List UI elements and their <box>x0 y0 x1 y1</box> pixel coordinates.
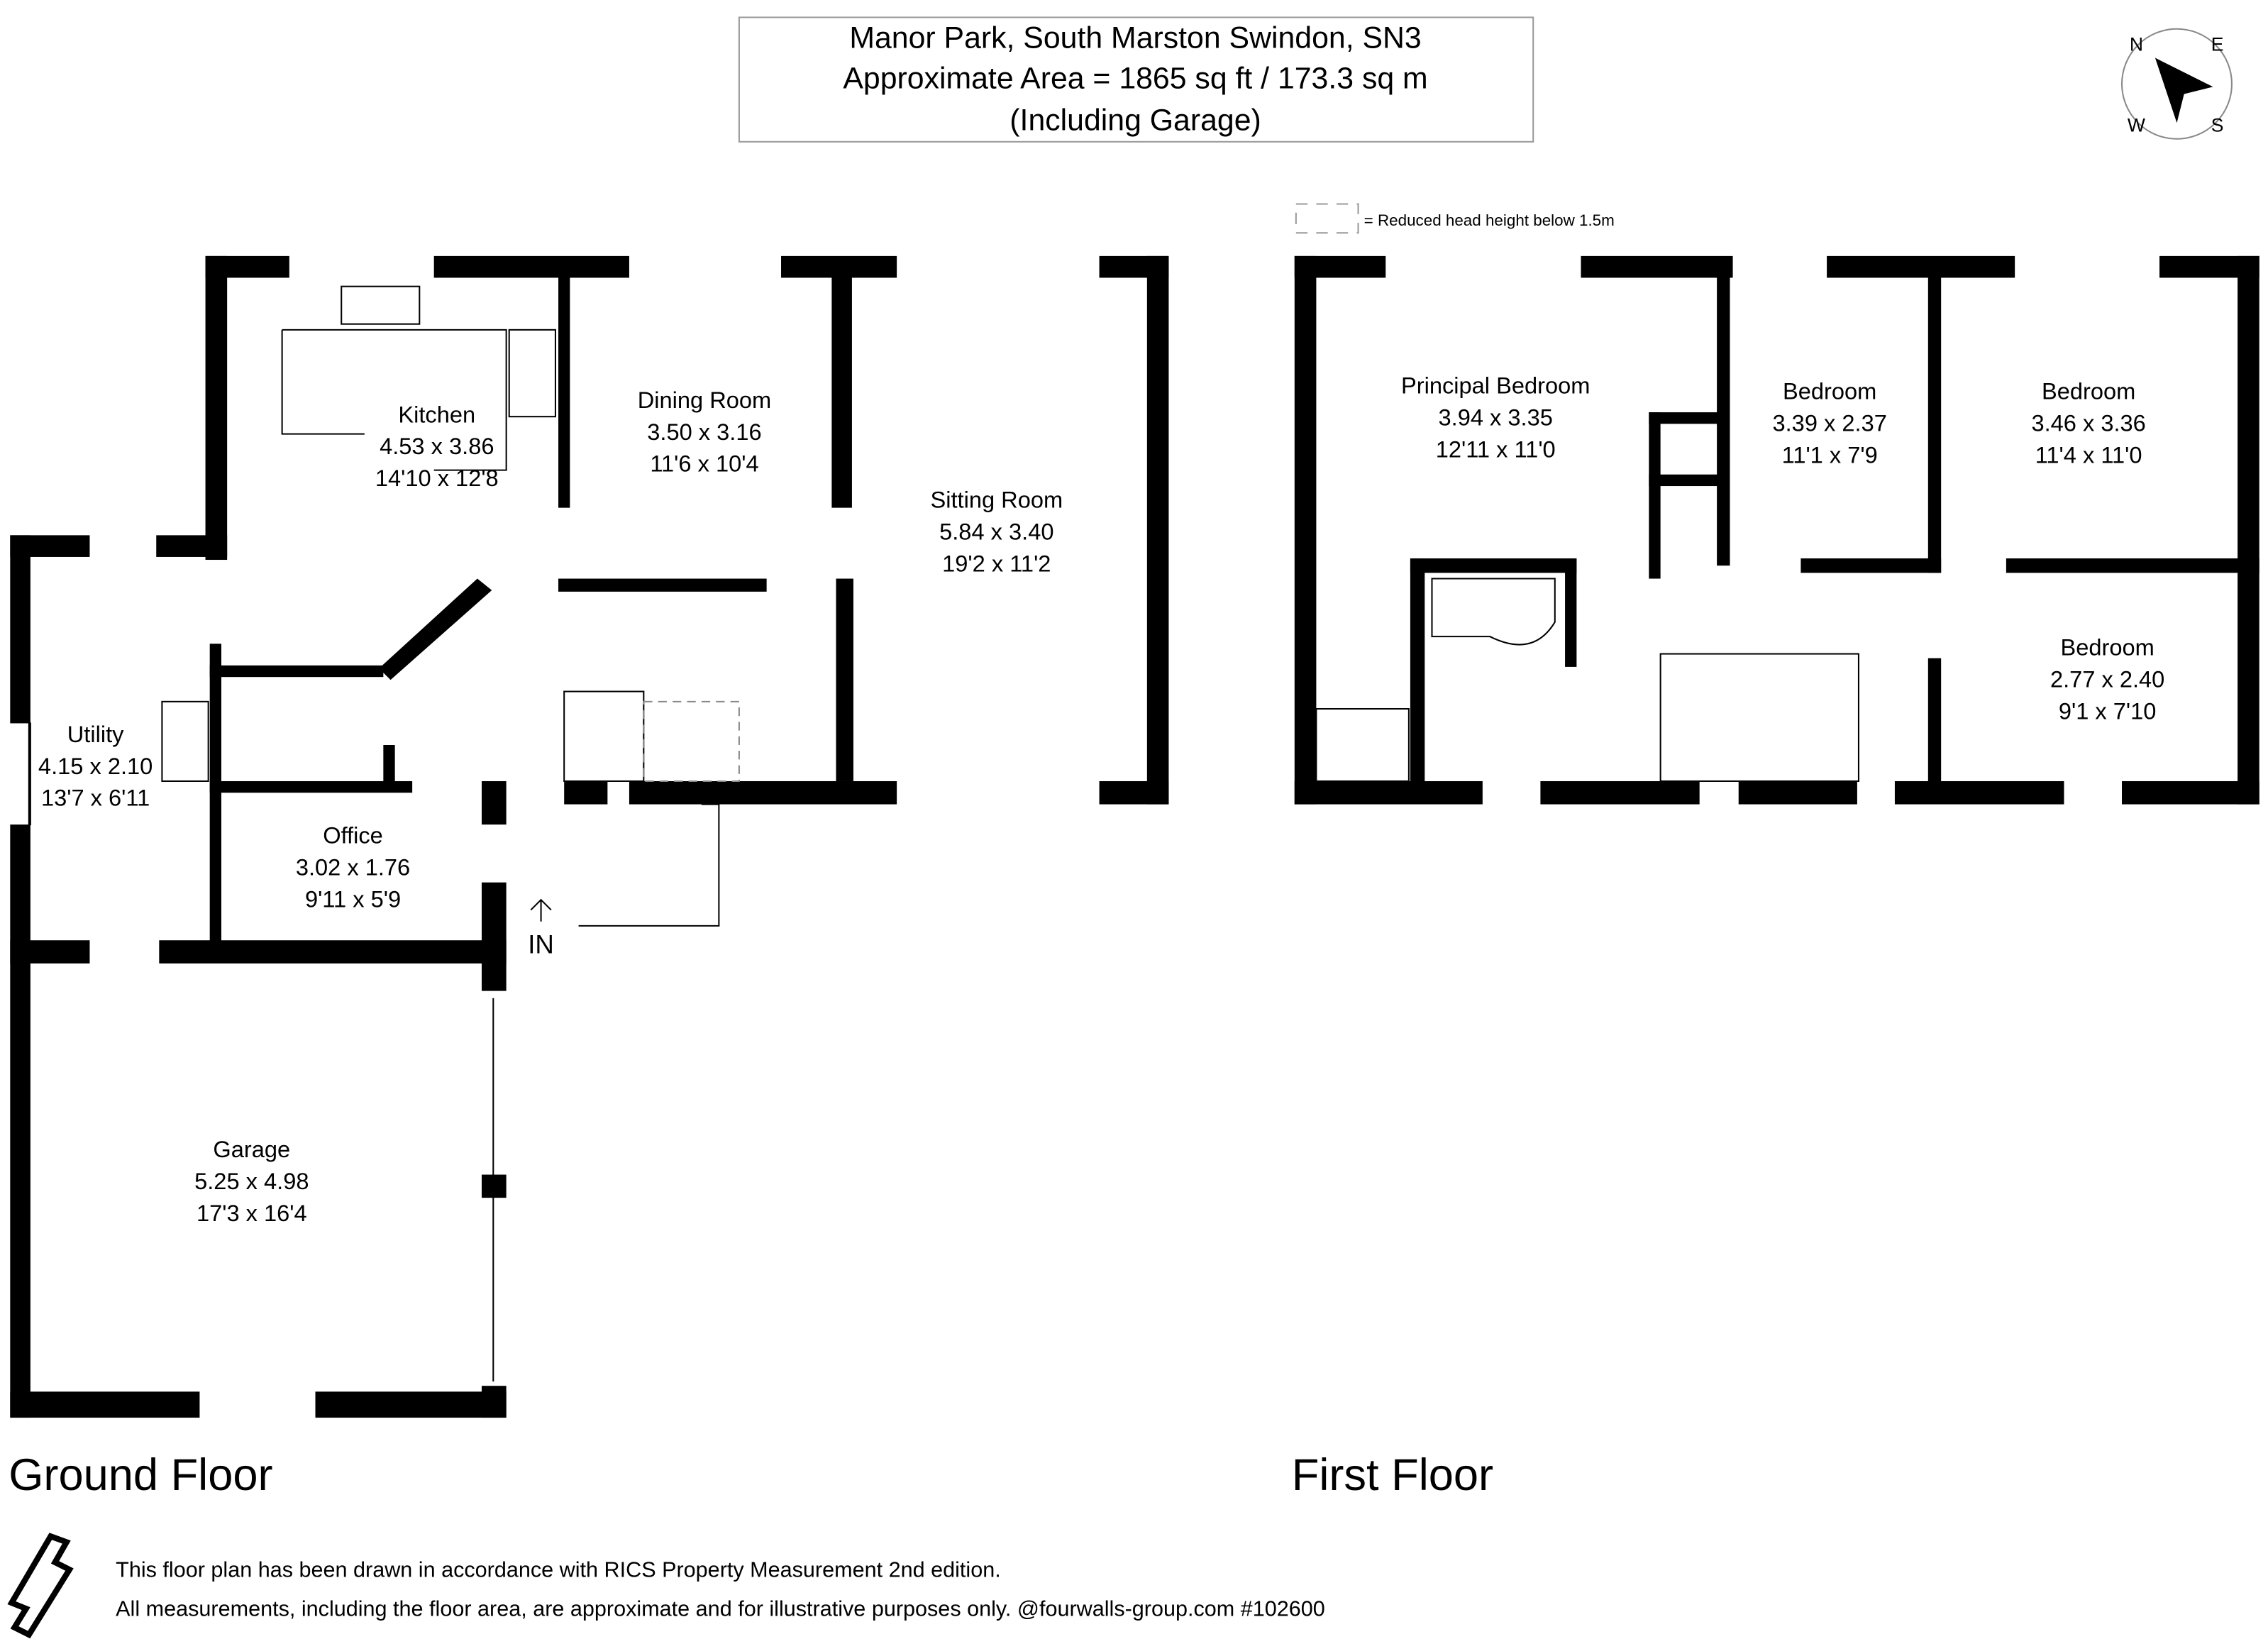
compass-e: E <box>2211 33 2224 55</box>
first-floor-walls <box>1294 255 2259 805</box>
room-name: Sitting Room <box>930 487 1063 513</box>
fourwalls-logo <box>7 1533 74 1639</box>
room-name: Dining Room <box>638 387 772 413</box>
room-label: Bedroom 2.77 x 2.40 9'1 x 7'10 <box>2050 634 2164 724</box>
room-label: Office 3.02 x 1.76 9'11 x 5'9 <box>296 822 410 912</box>
room-metric: 2.77 x 2.40 <box>2050 666 2164 692</box>
room-metric: 3.94 x 3.35 <box>1439 404 1553 430</box>
entrance-arrow-icon <box>530 898 552 922</box>
room-name: Garage <box>213 1136 290 1162</box>
room-label: Bedroom 3.46 x 3.36 11'4 x 11'0 <box>2031 378 2145 468</box>
room-imperial: 11'1 x 7'9 <box>1782 441 1878 468</box>
footer-line-1: This floor plan has been drawn in accord… <box>116 1557 1001 1582</box>
room-label: Garage 5.25 x 4.98 17'3 x 16'4 <box>194 1136 309 1226</box>
room-name: Bedroom <box>1783 378 1876 404</box>
room-name: Bedroom <box>2042 378 2135 404</box>
room-metric: 4.53 x 3.86 <box>380 433 494 459</box>
room-label: Bedroom 3.39 x 2.37 11'1 x 7'9 <box>1772 378 1886 468</box>
compass-icon: N E W S <box>2121 28 2233 140</box>
entrance-label: IN <box>528 930 554 959</box>
room-imperial: 9'11 x 5'9 <box>305 885 401 912</box>
compass-n: N <box>2130 33 2143 55</box>
header-line-1: Manor Park, South Marston Swindon, SN3 <box>849 21 1421 55</box>
ground-floor-walls <box>10 255 1169 1418</box>
room-metric: 3.02 x 1.76 <box>296 854 410 880</box>
room-imperial: 14'10 x 12'8 <box>375 465 499 491</box>
room-metric: 5.25 x 4.98 <box>194 1168 309 1194</box>
room-imperial: 11'6 x 10'4 <box>650 451 758 477</box>
room-label: Utility 4.15 x 2.10 13'7 x 6'11 <box>38 721 153 811</box>
footer-line-2: All measurements, including the floor ar… <box>116 1596 1325 1621</box>
room-imperial: 17'3 x 16'4 <box>197 1200 307 1226</box>
room-metric: 3.39 x 2.37 <box>1772 410 1886 436</box>
room-name: Kitchen <box>398 401 475 427</box>
ground-floor-title: Ground Floor <box>9 1450 272 1500</box>
room-metric: 3.50 x 3.16 <box>647 419 761 445</box>
room-imperial: 12'11 x 11'0 <box>1436 436 1556 462</box>
room-label: Dining Room 3.50 x 3.16 11'6 x 10'4 <box>638 387 772 477</box>
header-line-3: (Including Garage) <box>1009 103 1261 137</box>
room-label: Principal Bedroom 3.94 x 3.35 12'11 x 11'0 <box>1401 372 1590 463</box>
reduced-height-legend-icon <box>1295 203 1359 234</box>
room-label: Sitting Room 5.84 x 3.40 19'2 x 11'2 <box>930 487 1063 577</box>
compass-w: W <box>2128 115 2145 136</box>
room-label: Kitchen 4.53 x 3.86 14'10 x 12'8 <box>375 401 499 491</box>
header-line-2: Approximate Area = 1865 sq ft / 173.3 sq… <box>843 61 1427 95</box>
room-imperial: 11'4 x 11'0 <box>2035 441 2142 468</box>
room-metric: 4.15 x 2.10 <box>38 753 153 779</box>
room-name: Utility <box>67 721 124 747</box>
reduced-height-legend: = Reduced head height below 1.5m <box>1364 211 1615 229</box>
room-imperial: 13'7 x 6'11 <box>41 785 150 811</box>
compass-s: S <box>2211 115 2224 136</box>
room-metric: 3.46 x 3.36 <box>2031 410 2145 436</box>
header-box <box>738 16 1534 143</box>
first-floor-title: First Floor <box>1292 1450 1493 1500</box>
room-name: Principal Bedroom <box>1401 372 1590 399</box>
room-imperial: 19'2 x 11'2 <box>942 550 1051 576</box>
room-name: Office <box>323 822 383 849</box>
room-name: Bedroom <box>2060 634 2154 661</box>
room-imperial: 9'1 x 7'10 <box>2059 697 2157 724</box>
room-metric: 5.84 x 3.40 <box>939 518 1053 544</box>
